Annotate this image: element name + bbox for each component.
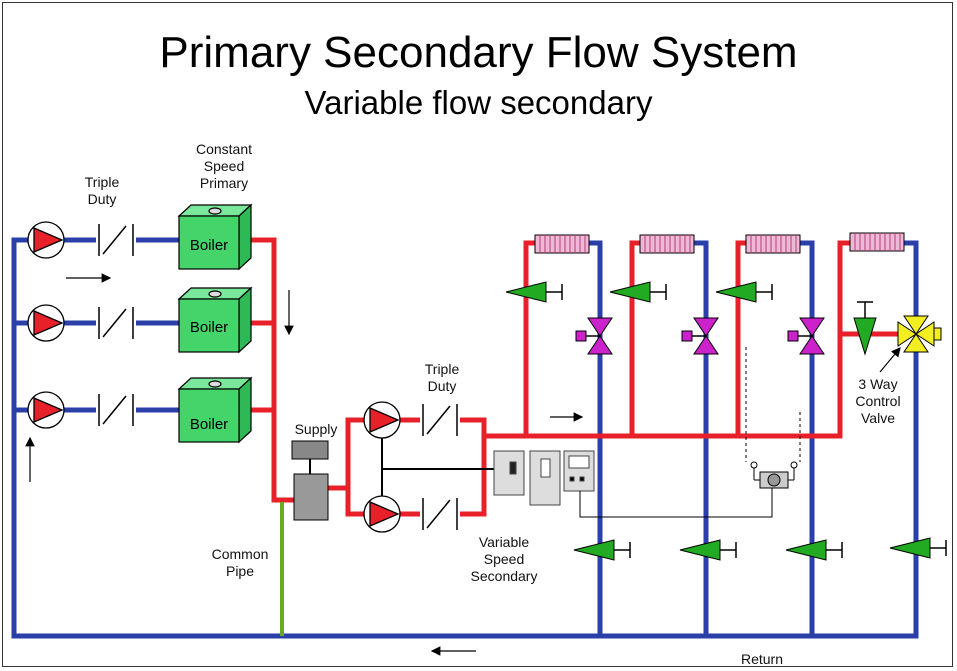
primary-pump bbox=[27, 391, 65, 429]
sensor-wire bbox=[579, 487, 773, 518]
three-way-control-valve bbox=[897, 315, 942, 353]
diagram-subtitle: Variable flow secondary bbox=[304, 84, 653, 121]
radiator bbox=[639, 234, 695, 254]
balancing-valve bbox=[715, 281, 773, 303]
check-valve bbox=[96, 307, 136, 339]
radiator bbox=[745, 234, 801, 254]
balancing-valve bbox=[853, 301, 877, 356]
primary-pump bbox=[27, 221, 65, 259]
radiator bbox=[849, 232, 905, 252]
label-supply: Supply bbox=[294, 421, 338, 437]
secondary-pump bbox=[363, 495, 401, 533]
balancing-valve bbox=[679, 539, 737, 561]
check-valve bbox=[420, 404, 460, 436]
boiler-label: Boiler bbox=[190, 237, 228, 254]
boiler: Boiler bbox=[177, 203, 253, 271]
control-valve bbox=[681, 317, 719, 355]
check-valve bbox=[96, 224, 136, 256]
radiator bbox=[534, 234, 590, 254]
label-return: Return bbox=[740, 651, 784, 667]
primary-pump bbox=[27, 304, 65, 342]
boiler-label: Boiler bbox=[190, 416, 228, 433]
control-valve bbox=[787, 317, 825, 355]
boiler: Boiler bbox=[177, 286, 253, 354]
variable-speed-drive bbox=[493, 450, 595, 506]
balancing-valve bbox=[573, 539, 631, 561]
label-pointer-arrow bbox=[879, 347, 901, 373]
boiler: Boiler bbox=[177, 376, 253, 444]
boiler-label: Boiler bbox=[190, 319, 228, 336]
control-valve bbox=[575, 317, 613, 355]
balancing-valve bbox=[505, 281, 563, 303]
check-valve bbox=[96, 394, 136, 426]
diagram-title: Primary Secondary Flow System bbox=[159, 28, 798, 77]
supply-sensor bbox=[291, 440, 329, 521]
balancing-valve bbox=[889, 537, 947, 559]
differential-pressure-sensor bbox=[745, 347, 801, 489]
balancing-valve bbox=[609, 281, 667, 303]
check-valve bbox=[420, 498, 460, 530]
balancing-valve bbox=[785, 539, 843, 561]
secondary-pump bbox=[363, 401, 401, 439]
